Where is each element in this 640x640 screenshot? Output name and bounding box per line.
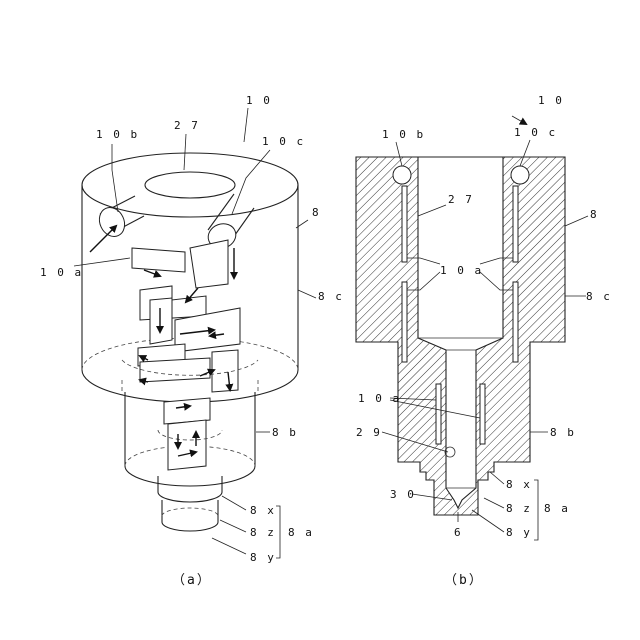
label-8b-a: 8 b bbox=[272, 426, 298, 439]
nozzle-tip bbox=[158, 476, 222, 531]
label-10a-a: 1 0 a bbox=[40, 266, 83, 279]
label-10b-a: 1 0 b bbox=[96, 128, 139, 141]
label-8x-a: 8 x bbox=[250, 504, 276, 517]
label-10-b: 1 0 bbox=[538, 94, 564, 107]
label-8x-b: 8 x bbox=[506, 478, 532, 491]
label-27-b: 2 7 bbox=[448, 193, 474, 206]
label-8y-b: 8 y bbox=[506, 526, 532, 539]
label-8b-b: 8 b bbox=[550, 426, 576, 439]
inlet-tube-10b bbox=[95, 196, 144, 241]
label-10c-b: 1 0 c bbox=[514, 126, 557, 139]
label-27-a: 2 7 bbox=[174, 119, 200, 132]
label-8-b: 8 bbox=[590, 208, 599, 221]
label-8y-a: 8 y bbox=[250, 551, 276, 564]
inlet-hole-10b bbox=[393, 166, 411, 184]
label-8z-a: 8 z bbox=[250, 526, 276, 539]
figure-b: 1 0 1 0 b 1 0 c 2 7 8 1 0 a 8 c 1 0 a 2 … bbox=[356, 94, 612, 588]
label-8-a: 8 bbox=[312, 206, 321, 219]
label-8z-b: 8 z bbox=[506, 502, 532, 515]
label-10c-a: 1 0 c bbox=[262, 135, 305, 148]
caption-b: （b） bbox=[444, 573, 484, 588]
label-30-b: 3 0 bbox=[390, 488, 416, 501]
label-10a-upper-b: 1 0 a bbox=[440, 264, 483, 277]
label-10a-lower-b: 1 0 a bbox=[358, 392, 401, 405]
label-8c-b: 8 c bbox=[586, 290, 612, 303]
caption-a: （a） bbox=[172, 573, 212, 588]
label-8a-a: 8 a bbox=[288, 526, 314, 539]
label-29-b: 2 9 bbox=[356, 426, 382, 439]
label-8a-b: 8 a bbox=[544, 502, 570, 515]
label-10b-b: 1 0 b bbox=[382, 128, 425, 141]
figure-a: 1 0 1 0 b 2 7 1 0 c 8 1 0 a 8 c 8 b 8 x … bbox=[40, 94, 344, 588]
inlet-hole-10c bbox=[511, 166, 529, 184]
flow-channel-panels bbox=[122, 240, 258, 470]
label-8c-a: 8 c bbox=[318, 290, 344, 303]
label-10-a: 1 0 bbox=[246, 94, 272, 107]
label-6-b: 6 bbox=[454, 526, 463, 539]
